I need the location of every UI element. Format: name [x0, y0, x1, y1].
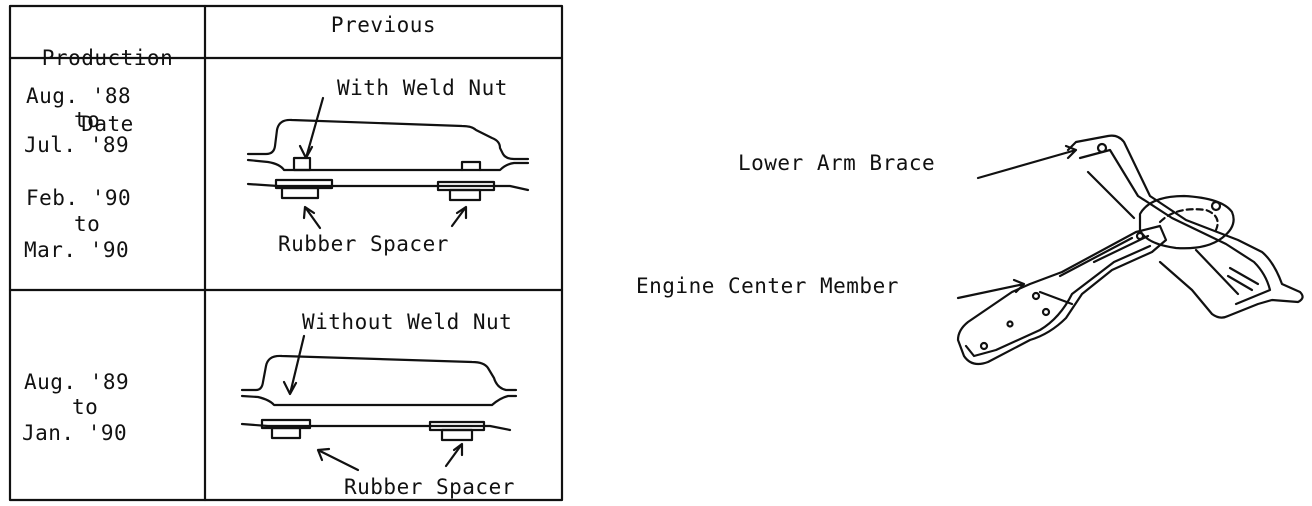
center-boss [1138, 194, 1235, 250]
row1-date-start-a: Aug. '88 [26, 84, 132, 108]
leader-lower-arm-brace [976, 144, 1078, 180]
lower-arm-brace-edge [1078, 148, 1272, 306]
label-rubber-spacer-2: Rubber Spacer [344, 475, 515, 499]
header-previous: Previous [330, 13, 437, 37]
label-without-weld-nut: Without Weld Nut [302, 310, 513, 334]
brace-slot [1226, 266, 1260, 292]
label-engine-center-member: Engine Center Member [636, 274, 899, 298]
engine-center-member-edge [964, 244, 1152, 358]
row1-date-to-b: to [74, 212, 101, 236]
row1-date-start-b: Feb. '90 [26, 186, 132, 210]
upper-bracket-lower-edge [246, 158, 530, 172]
member-hole [1135, 231, 1145, 241]
table-frame [8, 4, 564, 502]
lower-plate [240, 422, 512, 432]
rubber-spacer-right-nut [448, 188, 482, 202]
rubber-spacer-left-nut [280, 186, 320, 200]
upper-bracket [246, 118, 530, 161]
member-hole [1031, 291, 1041, 301]
label-rubber-spacer-1: Rubber Spacer [278, 232, 449, 256]
member-hole [1041, 307, 1051, 317]
leader-weld-nut [298, 96, 325, 160]
center-boss-inner [1158, 208, 1219, 232]
engine-center-member-illustration [956, 134, 1304, 366]
row1-date-to-a: to [74, 108, 101, 132]
lower-arm-brace [1066, 134, 1304, 319]
diagram-without-weld-nut [240, 334, 518, 472]
row2-date-start: Aug. '89 [24, 370, 130, 394]
header-date-line1: Production [41, 46, 174, 70]
rubber-spacer-left-nut [270, 426, 302, 440]
row2-date-to: to [72, 395, 99, 419]
boss-hole [1210, 200, 1222, 212]
label-with-weld-nut: With Weld Nut [337, 76, 508, 100]
row1-date-end-a: Jul. '89 [24, 133, 130, 157]
engine-center-member [956, 224, 1168, 366]
leader-engine-center-member [956, 278, 1026, 300]
label-lower-arm-brace: Lower Arm Brace [738, 151, 936, 175]
upper-bracket [240, 354, 518, 392]
rubber-spacer-right-nut [440, 428, 474, 442]
lower-arm-brace-rib [1086, 170, 1240, 296]
member-hole [979, 341, 989, 351]
leader-without-nut [282, 334, 306, 396]
leader-spacer-left [316, 447, 360, 472]
row1-date-end-b: Mar. '90 [24, 238, 130, 262]
diagram-with-weld-nut [246, 96, 530, 230]
brace-hole [1096, 142, 1108, 154]
leader-spacer-left [302, 205, 322, 230]
engine-center-member-rib [1038, 234, 1150, 306]
inner-cap [460, 160, 482, 172]
header-date-line2: Date [81, 112, 134, 136]
lower-plate [246, 182, 530, 192]
row2-date-end: Jan. '90 [22, 421, 128, 445]
leader-spacer-right [450, 205, 468, 228]
leader-spacer-right [444, 442, 464, 468]
member-hole [1006, 320, 1014, 328]
header-production-date: Production Date [10, 6, 205, 156]
upper-bracket-lower-edge [240, 394, 518, 407]
weld-nut [292, 156, 312, 172]
